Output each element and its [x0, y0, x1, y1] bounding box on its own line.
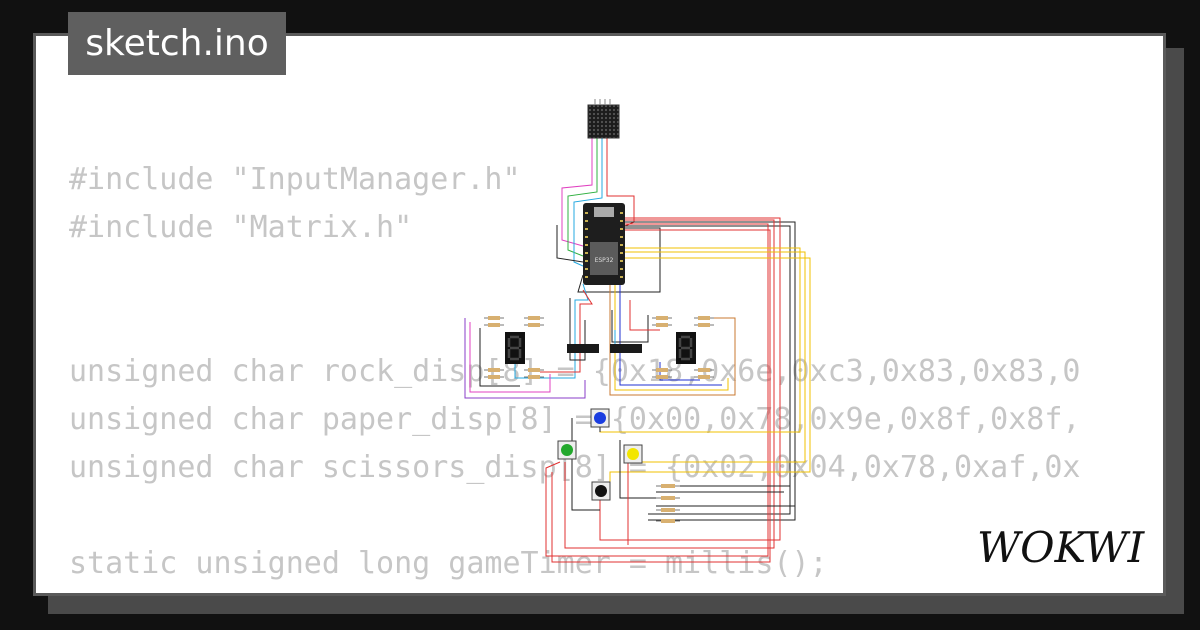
- button-yellow[interactable]: [623, 444, 643, 464]
- resistor: [524, 323, 544, 327]
- seven-segment-right[interactable]: [676, 332, 696, 364]
- resistor: [656, 508, 680, 512]
- wokwi-logo-text: WOKWI: [977, 523, 1146, 572]
- resistor: [656, 496, 680, 500]
- code-preview: #include "InputManager.h" #include "Matri…: [69, 156, 1080, 588]
- code-line: #include "Matrix.h": [69, 210, 413, 245]
- resistor: [694, 375, 714, 379]
- chip-label: ESP32: [595, 257, 614, 264]
- resistor: [484, 316, 504, 320]
- button-blue[interactable]: [590, 408, 610, 428]
- code-line: static unsigned long gameTimer = millis(…: [69, 546, 828, 581]
- resistor: [484, 323, 504, 327]
- resistors: [484, 316, 714, 523]
- code-line: unsigned char scissors_disp[8] = {0x02,0…: [69, 450, 1081, 485]
- button-green[interactable]: [557, 440, 577, 460]
- resistor: [484, 368, 504, 372]
- resistor: [694, 316, 714, 320]
- resistor: [524, 368, 544, 372]
- led-matrix[interactable]: [587, 99, 620, 139]
- seven-segment-left[interactable]: [505, 332, 525, 364]
- button-black[interactable]: [591, 481, 611, 501]
- wokwi-logo[interactable]: WOKWI: [975, 522, 1150, 572]
- resistor: [652, 375, 672, 379]
- resistor: [694, 323, 714, 327]
- resistor: [694, 368, 714, 372]
- resistor: [484, 375, 504, 379]
- resistor: [652, 323, 672, 327]
- code-line: unsigned char paper_disp[8] = {0x00,0x78…: [69, 402, 1081, 437]
- code-line: unsigned char rock_disp[8] = {0x18,0x6e,…: [69, 354, 1081, 389]
- shift-register-right[interactable]: [610, 344, 642, 353]
- wires: [464, 138, 811, 563]
- resistor: [652, 368, 672, 372]
- esp32-board[interactable]: ESP32: [583, 203, 625, 285]
- resistor: [652, 316, 672, 320]
- shift-register-left[interactable]: [567, 344, 599, 353]
- resistor: [524, 316, 544, 320]
- resistor: [656, 519, 680, 523]
- resistor: [524, 375, 544, 379]
- code-line: #include "InputManager.h": [69, 162, 521, 197]
- file-tab[interactable]: sketch.ino: [68, 12, 286, 75]
- resistor: [656, 484, 680, 488]
